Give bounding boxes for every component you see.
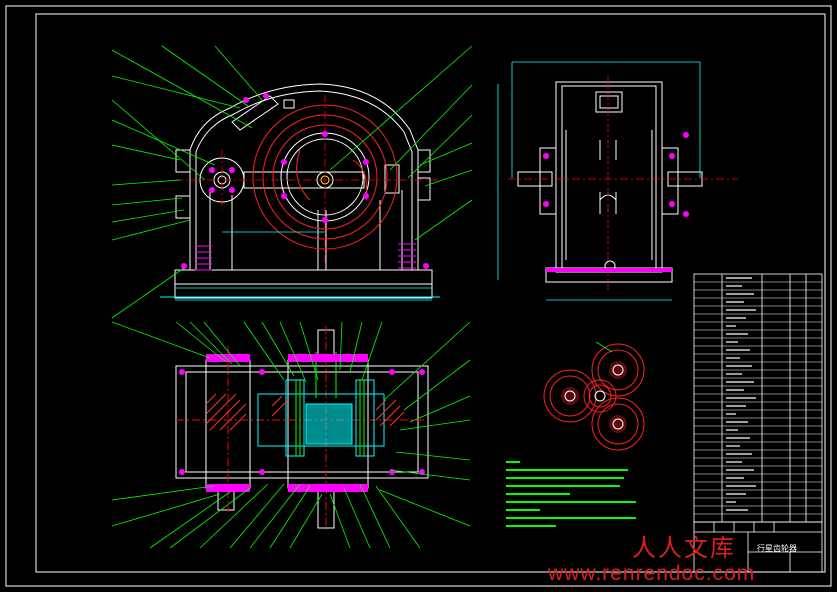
parts-list-text bbox=[726, 277, 756, 511]
planet-gear-icon bbox=[543, 343, 645, 451]
section-bearings bbox=[179, 354, 425, 492]
title-block bbox=[693, 521, 823, 573]
front-centerlines bbox=[175, 95, 440, 265]
technical-notes bbox=[506, 461, 636, 527]
outer-frame bbox=[5, 5, 832, 587]
side-centerline bbox=[508, 76, 738, 290]
planet-leaders bbox=[595, 341, 613, 353]
front-leaders bbox=[111, 45, 473, 319]
parts-list-rows bbox=[694, 281, 822, 515]
planet-gear-fill bbox=[561, 361, 627, 433]
section-red-hatch bbox=[205, 393, 405, 431]
front-dims bbox=[175, 231, 432, 301]
inner-frame bbox=[35, 13, 826, 573]
watermark-url: www.renrendoc.com bbox=[548, 562, 756, 585]
section-gear-teeth bbox=[295, 352, 365, 456]
side-dims bbox=[497, 61, 701, 301]
section-hatch bbox=[257, 379, 385, 457]
side-hatch bbox=[543, 132, 689, 272]
parts-list bbox=[693, 273, 823, 523]
front-hatch bbox=[195, 243, 416, 271]
watermark-chinese: 人人文库 bbox=[632, 535, 736, 562]
side-view bbox=[517, 81, 703, 283]
front-bolts bbox=[181, 93, 429, 269]
drawing-title: 行星齿轮器 bbox=[757, 544, 797, 553]
planet-gear-white bbox=[564, 364, 624, 430]
front-view bbox=[160, 83, 440, 299]
section-leaders bbox=[111, 321, 471, 549]
